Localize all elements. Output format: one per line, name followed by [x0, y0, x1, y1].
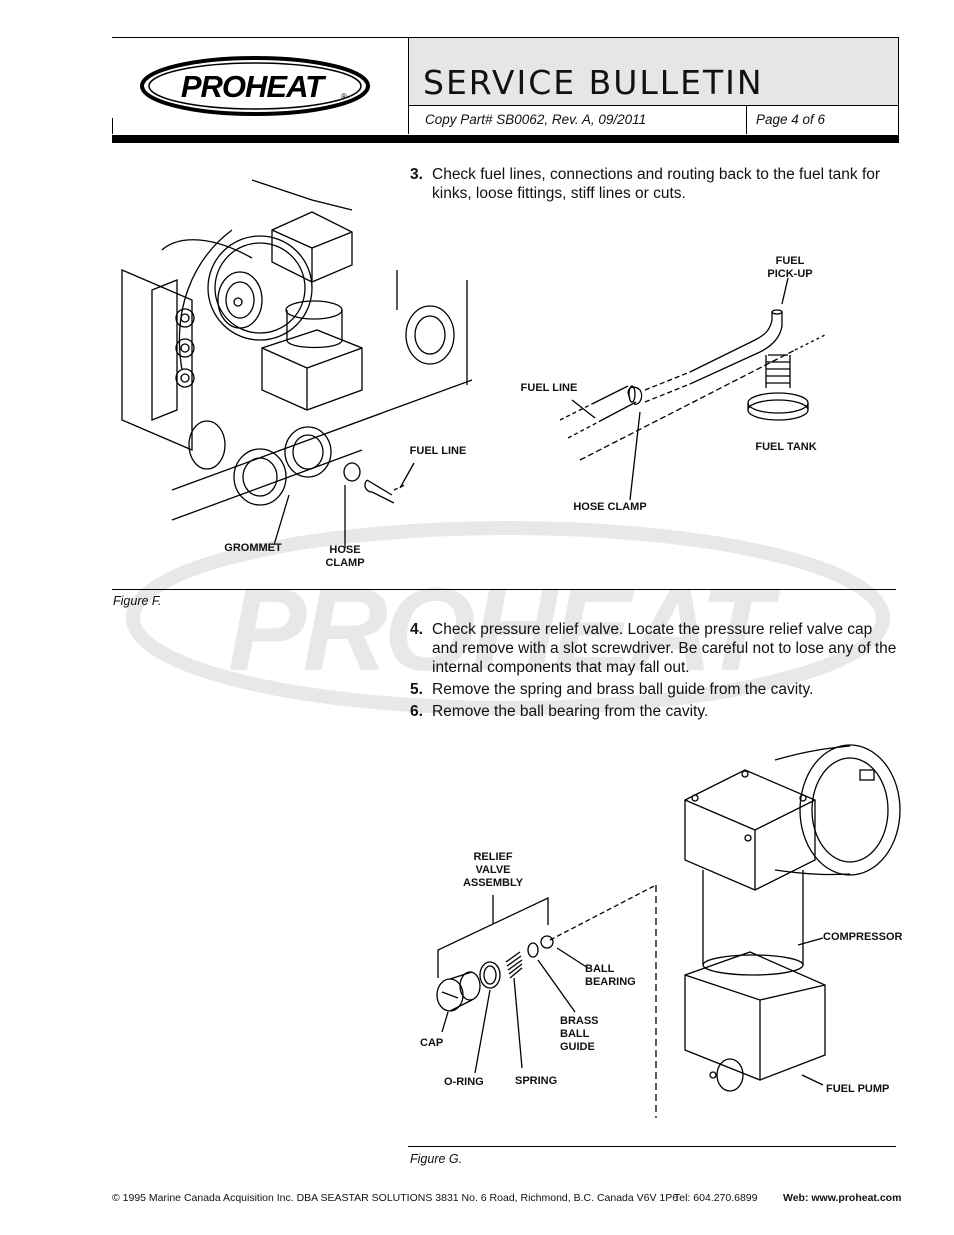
- label-relief-valve-assembly: RELIEF VALVE ASSEMBLY: [462, 851, 524, 889]
- step-text: Check pressure relief valve. Locate the …: [432, 621, 897, 676]
- relief-valve-illustration: [436, 744, 901, 1118]
- step-4: 4. Check pressure relief valve. Locate t…: [410, 620, 900, 677]
- step-number: 4.: [410, 621, 423, 638]
- label-hose-clamp: HOSE CLAMP: [573, 501, 647, 513]
- fuel-pickup-illustration: [559, 277, 826, 501]
- label-spring: SPRING: [515, 1075, 558, 1087]
- step-number: 3.: [410, 166, 423, 183]
- header-top-rule: [112, 37, 899, 38]
- label-hose-clamp: HOSE CLAMP: [325, 544, 365, 569]
- page-number: Page 4 of 6: [756, 112, 826, 127]
- label-fuel-line: FUEL LINE: [409, 445, 467, 457]
- heater-fuel-line-illustration: [121, 179, 473, 548]
- figure-f-caption: Figure F.: [113, 594, 162, 608]
- step-text: Remove the spring and brass ball guide f…: [432, 681, 814, 698]
- watermark-text: PROHEAT: [228, 564, 781, 696]
- step-number: 5.: [410, 681, 423, 698]
- step-number: 6.: [410, 703, 423, 720]
- header-logo-cell: [112, 37, 409, 134]
- header-title-box: [409, 38, 899, 105]
- label-cap: CAP: [420, 1037, 444, 1049]
- header-subtitle-divider: [746, 106, 747, 134]
- label-brass-ball-guide: BRASS BALL GUIDE: [560, 1015, 599, 1053]
- label-fuel-line: FUEL LINE: [520, 382, 578, 394]
- header-left-edge: [112, 118, 113, 134]
- header-subtitle-box: [409, 105, 899, 135]
- step-6: 6. Remove the ball bearing from the cavi…: [410, 702, 900, 721]
- label-ball-bearing: BALL BEARING: [585, 963, 636, 988]
- step-5: 5. Remove the spring and brass ball guid…: [410, 680, 900, 699]
- logo-text: PROHEAT: [181, 69, 327, 104]
- figure-g-caption: Figure G.: [410, 1152, 463, 1166]
- header-thick-rule: [112, 135, 899, 143]
- proheat-watermark: PROHEAT: [126, 521, 890, 715]
- svg-text:®: ®: [341, 92, 347, 101]
- footer-website-link[interactable]: Web: www.proheat.com: [783, 1192, 902, 1204]
- proheat-logo: PROHEAT ®: [140, 56, 370, 116]
- copy-part-number: Copy Part# SB0062, Rev. A, 09/2011: [425, 112, 647, 127]
- footer-copyright: © 1995 Marine Canada Acquisition Inc. DB…: [112, 1192, 679, 1204]
- label-compressor: COMPRESSOR: [823, 931, 903, 943]
- label-fuel-tank: FUEL TANK: [755, 441, 817, 453]
- label-fuel-pickup: FUEL PICK-UP: [767, 255, 813, 280]
- label-grommet: GROMMET: [224, 542, 282, 554]
- label-fuel-pump: FUEL PUMP: [826, 1083, 890, 1095]
- label-o-ring: O-RING: [444, 1076, 484, 1088]
- step-text: Check fuel lines, connections and routin…: [432, 166, 881, 202]
- page-title: SERVICE BULLETIN: [423, 63, 764, 102]
- step-text: Remove the ball bearing from the cavity.: [432, 703, 709, 720]
- figure-g-rule: [408, 1146, 896, 1147]
- figure-f-rule: [112, 589, 896, 590]
- footer-telephone: Tel: 604.270.6899: [674, 1192, 758, 1204]
- step-3: 3. Check fuel lines, connections and rou…: [410, 165, 900, 203]
